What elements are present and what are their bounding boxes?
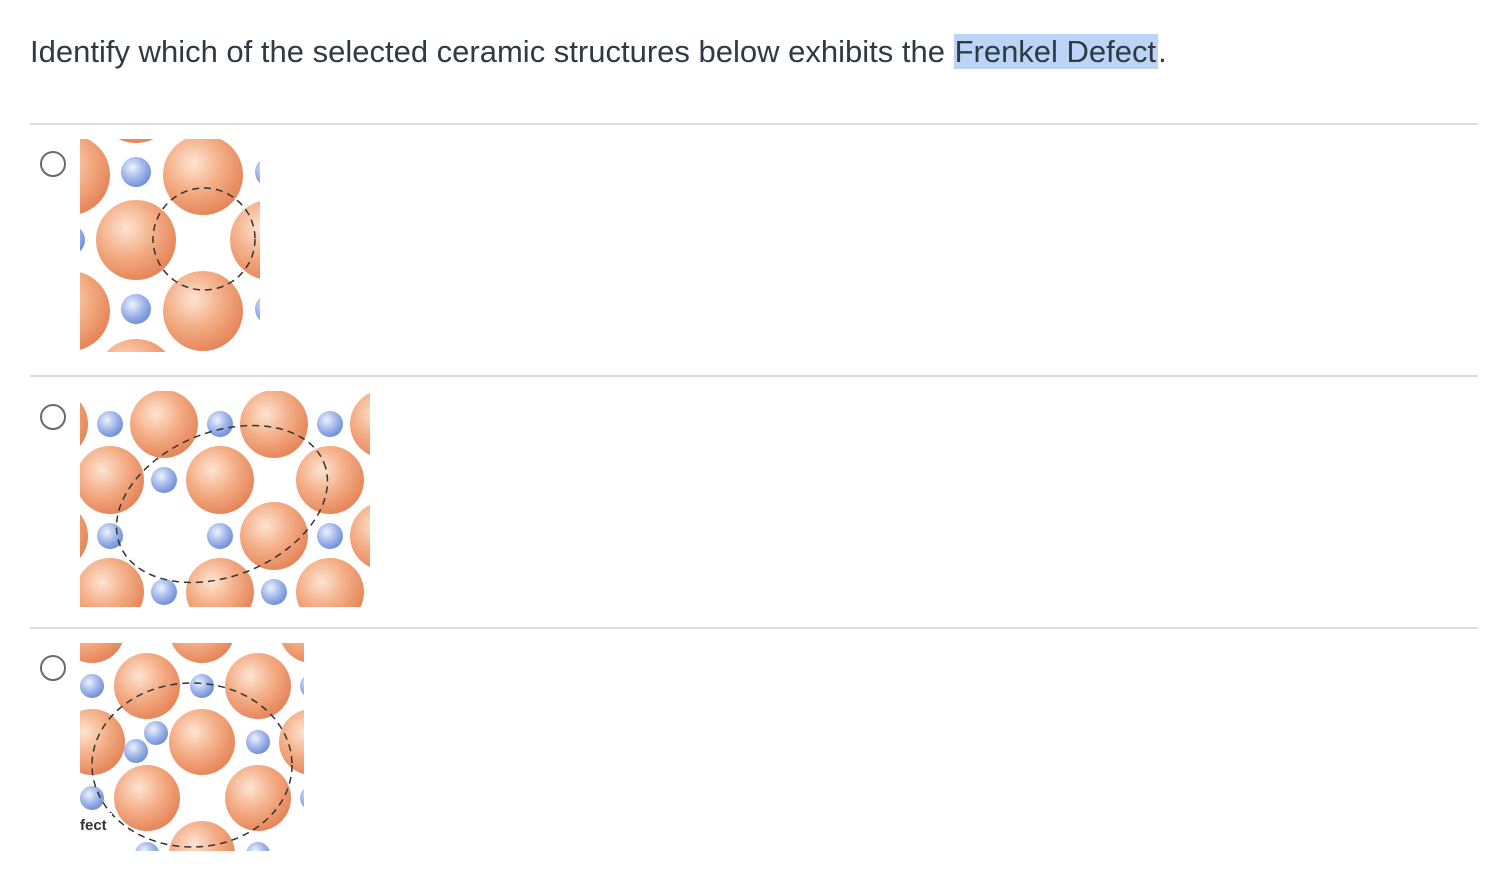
defect-circle xyxy=(115,424,329,584)
anion-ion xyxy=(80,402,88,446)
anion-ion xyxy=(186,558,254,607)
anion-ion xyxy=(114,653,180,719)
anion-ion xyxy=(171,643,233,663)
cation-ion xyxy=(207,523,233,549)
cation-ion xyxy=(207,411,233,437)
anion-ion xyxy=(80,446,144,514)
anion-ion xyxy=(186,446,254,514)
cation-ion xyxy=(135,842,159,851)
anion-ion xyxy=(350,393,370,455)
anion-ion xyxy=(240,502,308,570)
cation-ion xyxy=(144,721,168,745)
anion-ion xyxy=(80,709,125,775)
anion-ion xyxy=(118,139,154,143)
anion-ion xyxy=(80,558,144,607)
cation-ion xyxy=(317,411,343,437)
cation-ion xyxy=(246,842,270,851)
anion-ion xyxy=(80,139,110,214)
cation-ion xyxy=(255,297,260,321)
anion-ion xyxy=(225,653,291,719)
answer-option-3-radio[interactable] xyxy=(40,655,66,681)
cation-ion xyxy=(151,579,177,605)
cation-ion xyxy=(97,523,123,549)
anion-ion xyxy=(169,709,235,775)
anion-ion xyxy=(225,765,291,831)
cation-ion xyxy=(300,677,304,695)
cation-ion xyxy=(255,160,260,184)
anion-ion xyxy=(240,391,308,458)
caption-background xyxy=(80,813,112,835)
anion-ion xyxy=(169,821,235,851)
cation-ion xyxy=(121,294,151,324)
anion-ion xyxy=(279,709,304,775)
answer-option-1-image[interactable] xyxy=(80,139,260,352)
answer-option-1-radio[interactable] xyxy=(40,151,66,177)
anion-ion xyxy=(106,339,166,352)
anion-ion xyxy=(80,643,123,663)
anion-ion xyxy=(114,765,180,831)
cation-ion xyxy=(246,730,270,754)
question-prefix: Identify which of the selected ceramic s… xyxy=(30,34,954,69)
cation-ion xyxy=(121,157,151,187)
anion-ion xyxy=(96,200,176,280)
cation-ion xyxy=(80,674,104,698)
anion-ion xyxy=(350,505,370,567)
answer-option-2-image[interactable] xyxy=(80,391,370,607)
anion-ion xyxy=(163,271,243,351)
anion-ion xyxy=(296,558,364,607)
cation-ion xyxy=(300,789,304,807)
image-caption-fragment: fect xyxy=(80,817,107,834)
cation-ion xyxy=(317,523,343,549)
answer-option-3-image[interactable]: fect xyxy=(80,643,304,851)
cation-ion xyxy=(261,579,287,605)
cation-ion xyxy=(151,467,177,493)
answer-divider xyxy=(30,627,1478,629)
question-text: Identify which of the selected ceramic s… xyxy=(30,30,1167,74)
anion-ion xyxy=(281,643,304,663)
answer-divider xyxy=(30,375,1478,377)
question-suffix: . xyxy=(1158,34,1167,69)
anion-ion xyxy=(163,139,243,215)
cation-ion xyxy=(124,739,148,763)
anion-ion xyxy=(130,391,198,458)
answer-option-2-radio[interactable] xyxy=(40,404,66,430)
anion-ion xyxy=(80,272,110,350)
anion-ion xyxy=(296,446,364,514)
defect-circle xyxy=(91,682,293,848)
cation-ion xyxy=(80,786,104,810)
highlighted-term: Frenkel Defect xyxy=(953,34,1159,69)
cation-ion xyxy=(80,228,85,252)
cation-ion xyxy=(97,411,123,437)
defect-circle xyxy=(152,187,256,291)
anion-ion xyxy=(230,201,260,279)
answer-divider xyxy=(30,123,1478,125)
cation-ion xyxy=(190,674,214,698)
anion-ion xyxy=(80,514,88,558)
